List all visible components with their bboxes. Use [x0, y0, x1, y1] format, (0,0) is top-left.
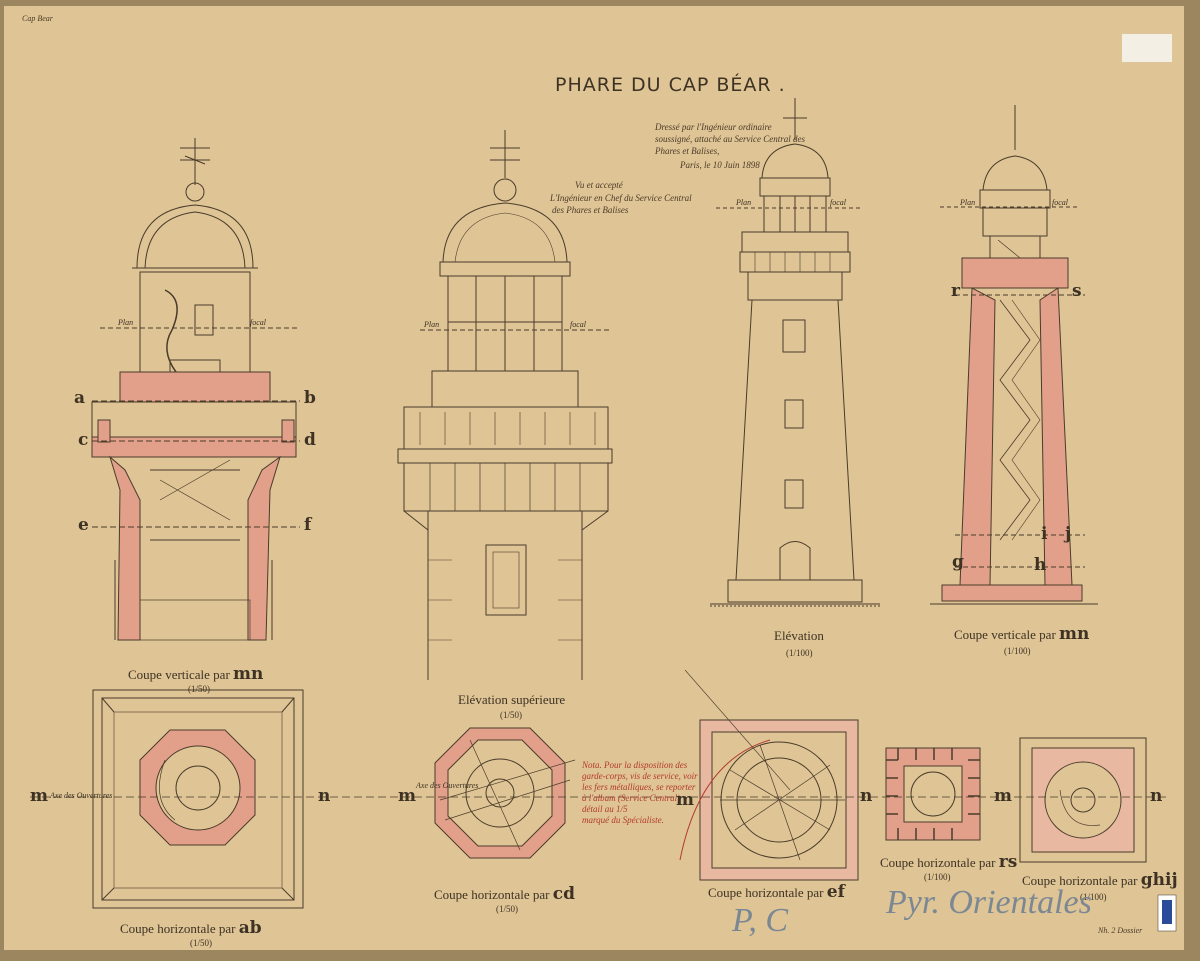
caption-elevation-sup: Elévation supérieure	[458, 692, 566, 707]
axis-letter-m-2: m	[398, 786, 416, 806]
section-letter-c: c	[78, 430, 89, 450]
archive-stamp: Nh. 2 Dossier	[1098, 926, 1143, 935]
accept-line-1: Vu et accepté	[575, 180, 623, 190]
scale-plan-ghij: (1/100)	[1080, 892, 1107, 902]
section-letter-j: j	[1065, 524, 1072, 544]
section-letter-h: h	[1034, 555, 1047, 575]
axis-letter-n-3: n	[1150, 786, 1163, 806]
axis-label-2: Axe des Ouvertures	[416, 781, 479, 790]
axis-label-1: Axe des Ouvertures	[50, 791, 113, 800]
section-letter-e: e	[78, 515, 89, 535]
scale-plan-rs: (1/100)	[924, 872, 951, 882]
plan-ghij	[1019, 737, 1147, 863]
section-letter-f: f	[304, 515, 312, 535]
plan-cd	[434, 727, 576, 859]
caption-section-mn-small: Coupe verticale par mn	[954, 624, 1090, 644]
plan-label-4: Plan	[960, 198, 976, 207]
section-letter-a: a	[74, 388, 86, 408]
section-letter-b: b	[304, 388, 316, 408]
pencil-mark-pc: P, C	[732, 902, 789, 939]
elevation	[710, 98, 880, 607]
caption-section-mn-large: Coupe verticale par mn	[128, 664, 264, 684]
axis-letter-n-2: n	[860, 786, 873, 806]
paper-label-patch	[1122, 34, 1172, 62]
scale-section-mn-large: (1/50)	[188, 684, 210, 694]
focal-label-3: focal	[830, 198, 846, 207]
caption-plan-rs: Coupe horizontale par rs	[880, 852, 1018, 872]
axis-letter-m-1: m	[30, 786, 48, 806]
red-note-3: les fers métalliques, se reporter	[582, 782, 696, 792]
caption-plan-ef: Coupe horizontale par ef	[708, 882, 845, 902]
plan-label-1: Plan	[118, 318, 134, 327]
axis-letter-m-3: m	[676, 790, 694, 810]
plan-label-3: Plan	[736, 198, 752, 207]
plan-ab	[92, 689, 304, 909]
accept-line-3: des Phares et Balises	[552, 205, 629, 215]
section-letter-s: s	[1072, 281, 1082, 301]
signature-line-3: Phares et Balises,	[655, 146, 720, 156]
archive-tab-mark	[1162, 900, 1172, 924]
red-note-1: Nota. Pour la disposition des	[582, 760, 688, 770]
plan-label-2: Plan	[424, 320, 440, 329]
scale-plan-ab: (1/50)	[190, 938, 212, 948]
section-letter-i: i	[1041, 524, 1048, 544]
elevation-superieure	[397, 130, 613, 680]
scale-elevation: (1/100)	[786, 648, 813, 658]
section-mn-large	[91, 138, 300, 641]
caption-plan-ghij: Coupe horizontale par ghij	[1022, 870, 1178, 890]
scale-section-mn-small: (1/100)	[1004, 646, 1031, 656]
focal-label-4: focal	[1052, 198, 1068, 207]
red-note-5: détail au 1/5	[582, 804, 628, 814]
signature-line-2: soussigné, attaché au Service Central de…	[655, 134, 805, 144]
drawing-title: PHARE DU CAP BÉAR .	[555, 74, 786, 96]
section-mn-small	[930, 105, 1098, 605]
section-letter-r: r	[951, 281, 960, 301]
corner-note: Cap Bear	[22, 14, 53, 23]
accept-line-2: L'Ingénieur en Chef du Service Central	[550, 193, 692, 203]
caption-plan-ab: Coupe horizontale par ab	[120, 918, 262, 938]
red-note-6: marqué du Spécialiste.	[582, 815, 664, 825]
scale-elevation-sup: (1/50)	[500, 710, 522, 720]
signature-line-4: Paris, le 10 Juin 1898	[680, 160, 760, 170]
section-letter-g: g	[952, 552, 964, 572]
plan-ef	[679, 669, 859, 881]
section-letter-d: d	[304, 430, 316, 450]
scale-plan-cd: (1/50)	[496, 904, 518, 914]
axis-letter-n-1: n	[318, 786, 331, 806]
caption-elevation: Elévation	[774, 628, 824, 643]
plan-rs	[885, 747, 981, 841]
focal-label-1: focal	[250, 318, 266, 327]
red-note-2: garde-corps, vis de service, voir	[582, 771, 698, 781]
red-note-4: à l'album (Service Central)	[582, 793, 681, 803]
axis-letter-m-4: m	[994, 786, 1012, 806]
focal-label-2: focal	[570, 320, 586, 329]
caption-plan-cd: Coupe horizontale par cd	[434, 884, 576, 904]
pencil-mark-pyr: Pyr. Orientales	[886, 884, 1092, 921]
signature-line-1: Dressé par l'Ingénieur ordinaire	[655, 122, 772, 132]
